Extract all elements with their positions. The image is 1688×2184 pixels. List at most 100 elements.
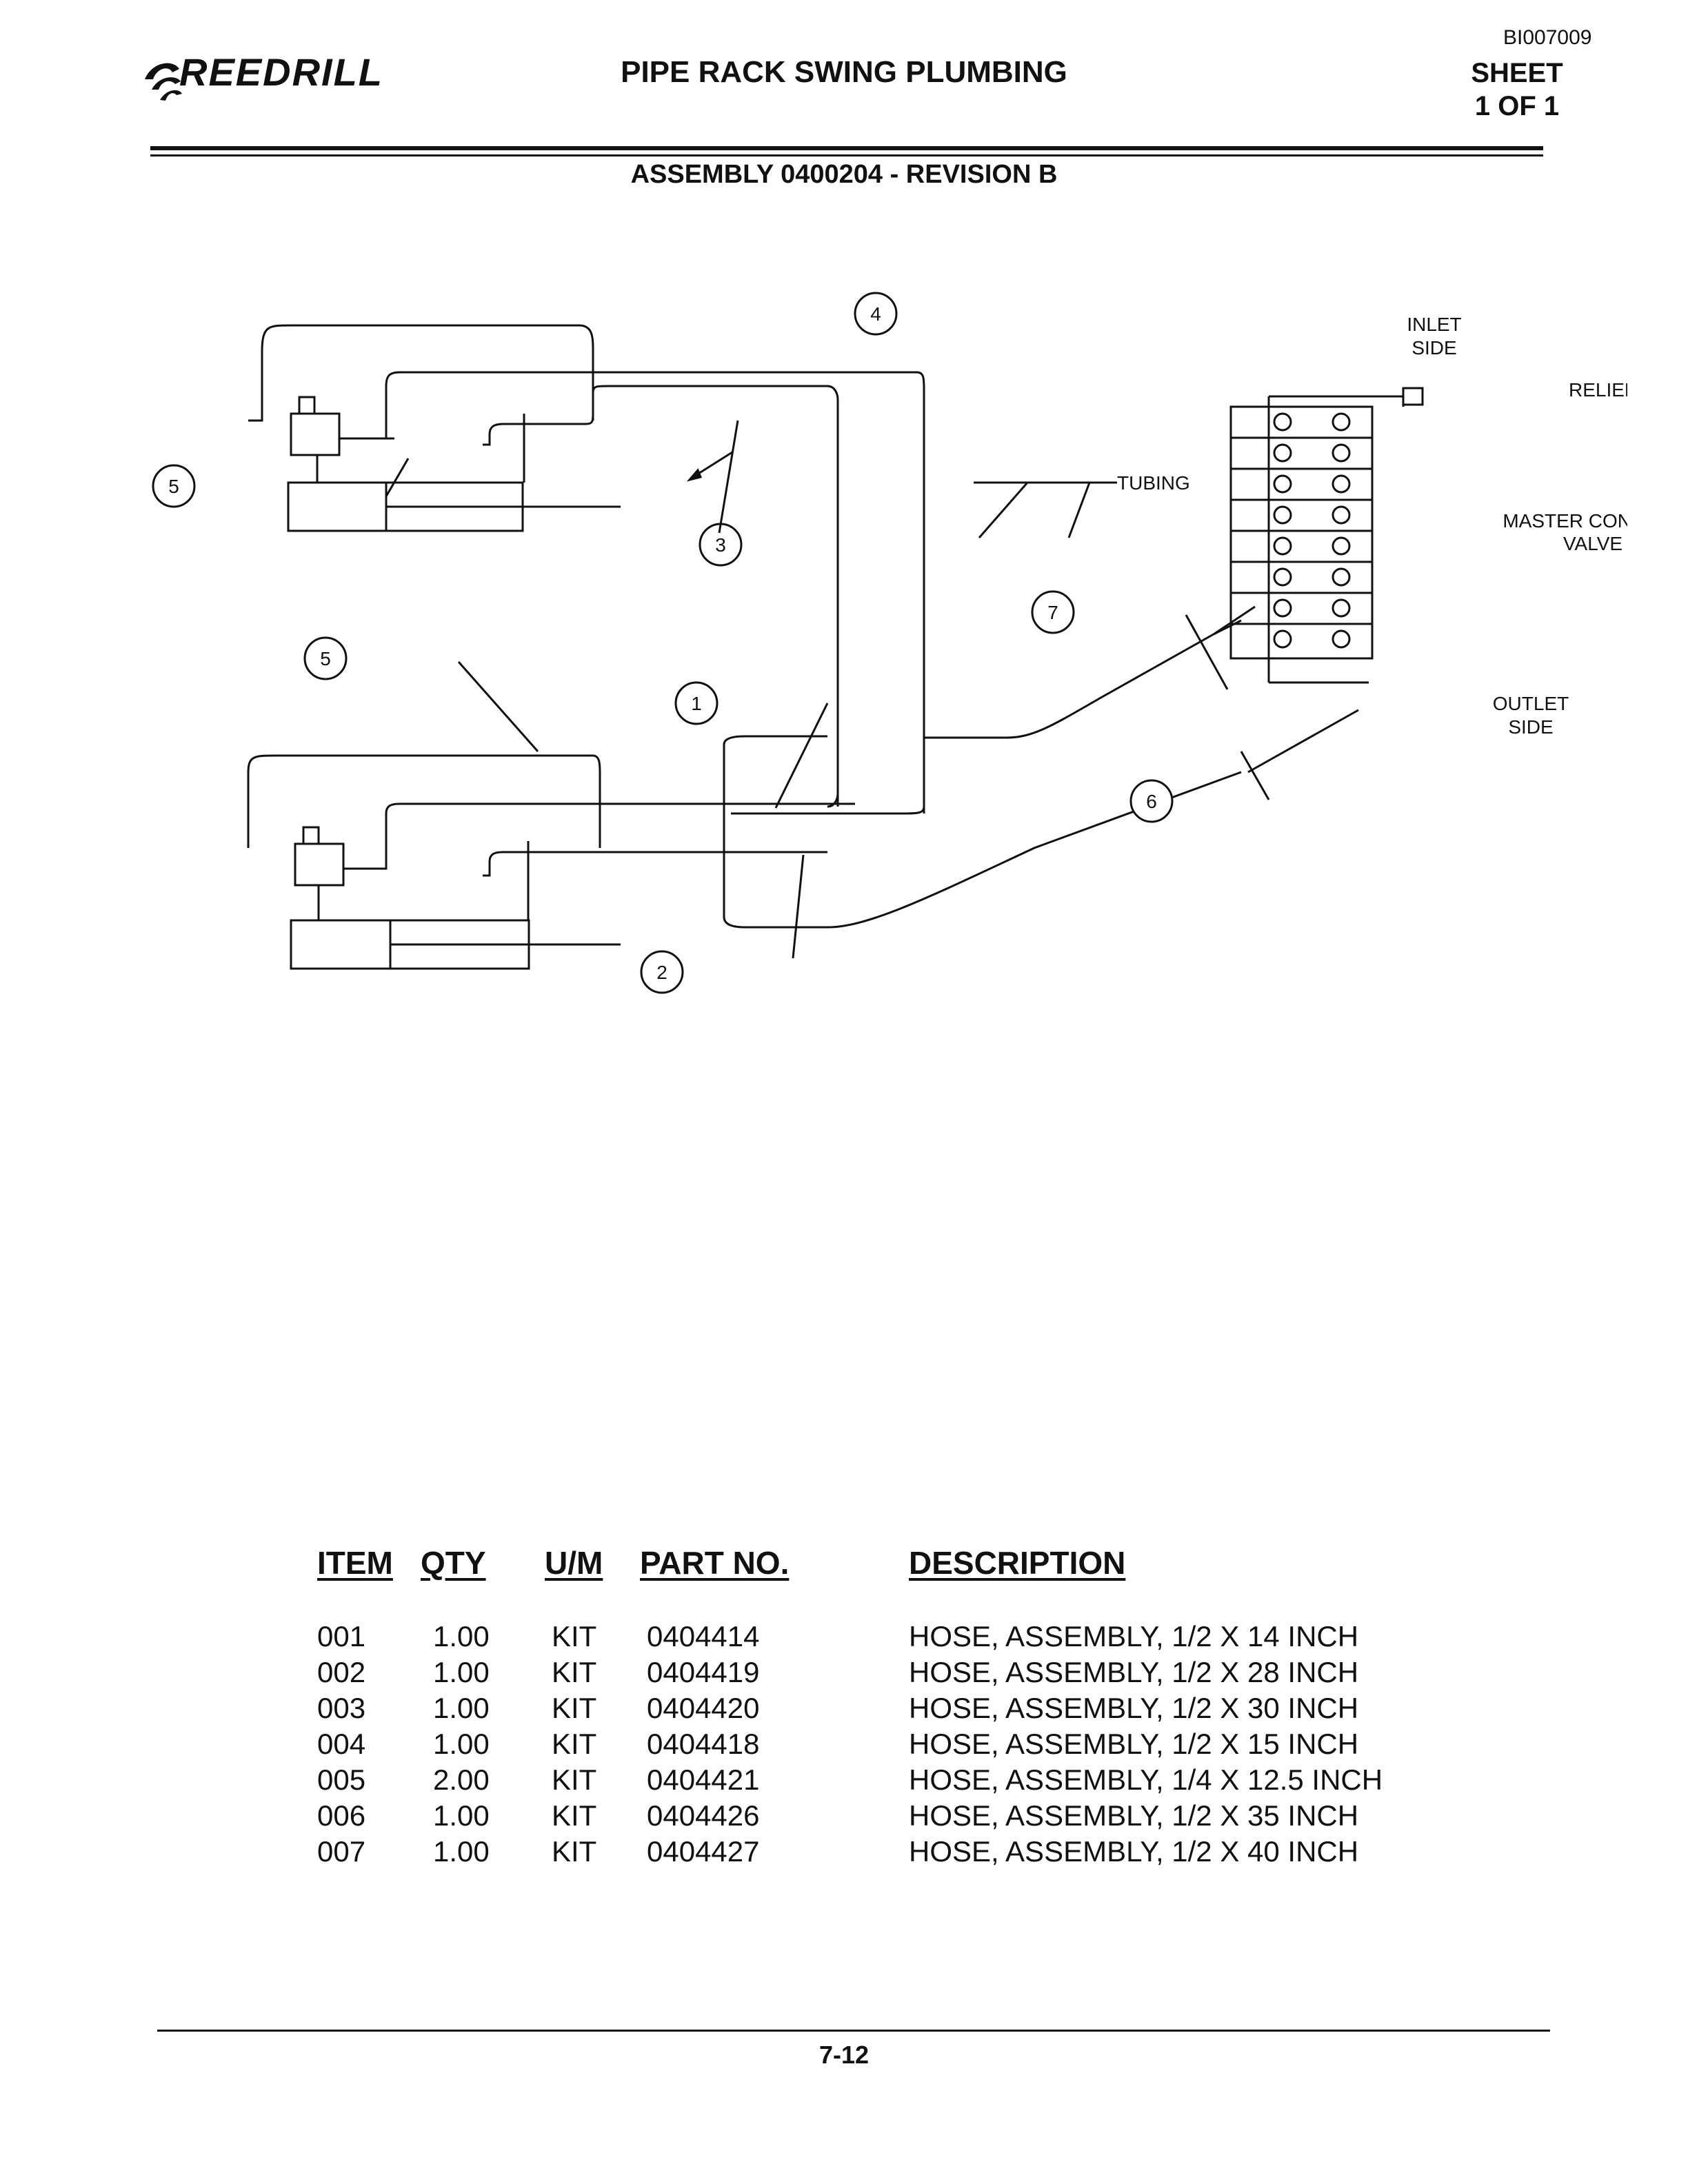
header-item: ITEM [317, 1545, 393, 1581]
callout-circle [674, 681, 719, 725]
callout-number: 7 [1047, 602, 1058, 623]
cell-qty: 1.00 [433, 1728, 490, 1760]
inlet-label-2: SIDE [1411, 337, 1456, 358]
master-label-2: VALVE [1563, 533, 1622, 554]
master-control-valve [1229, 387, 1424, 684]
assembly-subtitle: ASSEMBLY 0400204 - REVISION B [630, 160, 1058, 189]
cell-description: HOSE, ASSEMBLY, 1/4 X 12.5 INCH [909, 1763, 1383, 1796]
company-logo: REEDRILL [131, 41, 393, 121]
header-part-no: PART NO. [640, 1545, 790, 1581]
callout-number: 5 [168, 476, 179, 497]
cell-part-no: 0404427 [647, 1835, 760, 1868]
cell-qty: 1.00 [433, 1799, 490, 1832]
callout-number: 1 [691, 693, 702, 714]
cell-item: 006 [317, 1799, 366, 1832]
callout-number: 6 [1146, 791, 1157, 812]
valve-port [1332, 505, 1351, 525]
callout-circle [303, 636, 348, 680]
valve-port [1273, 567, 1292, 587]
cell-part-no: 0404420 [647, 1692, 760, 1724]
valve-port [1332, 567, 1351, 587]
outlet-label-2: SIDE [1508, 716, 1553, 738]
table-row: 007 1.00 KIT 0404427 HOSE, ASSEMBLY, 1/2 X 4… [317, 1835, 1489, 1871]
tubing-label: TUBING [1117, 472, 1190, 494]
sheet-label: SHEET [1471, 58, 1563, 88]
upper-valve-block [290, 412, 341, 456]
cell-um: KIT [552, 1763, 597, 1796]
cell-qty: 1.00 [433, 1656, 490, 1688]
sheet-value: 1 OF 1 [1474, 91, 1560, 121]
cell-part-no: 0404419 [647, 1656, 760, 1688]
table-row: 002 1.00 KIT 0404419 HOSE, ASSEMBLY, 1/2 X 2… [317, 1656, 1489, 1692]
cell-item: 004 [317, 1728, 366, 1760]
valve-port [1332, 598, 1351, 618]
sheet-indicator: SHEET 1 OF 1 [1462, 57, 1572, 123]
cell-qty: 1.00 [433, 1620, 490, 1652]
callout-number: 4 [870, 303, 881, 325]
callout-number: 3 [715, 534, 726, 556]
callout-number: 2 [656, 962, 667, 983]
tubing-runs [723, 386, 1359, 929]
cell-um: KIT [552, 1656, 597, 1688]
master-label-1: MASTER CONTROL [1503, 510, 1627, 532]
relief-label: RELIEF [1569, 379, 1627, 401]
callout-circle [152, 464, 196, 508]
callout-circle [1031, 590, 1075, 634]
cell-item: 003 [317, 1692, 366, 1724]
cell-um: KIT [552, 1799, 597, 1832]
callouts: 1 2 3 4 5 5 6 7 [152, 292, 1174, 994]
cell-description: HOSE, ASSEMBLY, 1/2 X 35 INCH [909, 1799, 1359, 1832]
lower-valve-block [294, 842, 345, 887]
table-row: 005 2.00 KIT 0404421 HOSE, ASSEMBLY, 1/4 X 1… [317, 1763, 1489, 1799]
valve-port [1273, 536, 1292, 556]
cell-qty: 1.00 [433, 1692, 490, 1724]
callout-circle [854, 292, 898, 336]
lower-cylinder-assembly [247, 754, 855, 970]
cell-item: 005 [317, 1763, 366, 1796]
header-rule-thin [150, 154, 1543, 156]
relief-port [1402, 387, 1424, 406]
callout-number: 5 [320, 648, 331, 669]
table-row: 003 1.00 KIT 0404420 HOSE, ASSEMBLY, 1/2 X 3… [317, 1692, 1489, 1728]
valve-port [1273, 629, 1292, 649]
cell-um: KIT [552, 1835, 597, 1868]
cell-item: 002 [317, 1656, 366, 1688]
cell-description: HOSE, ASSEMBLY, 1/2 X 30 INCH [909, 1692, 1359, 1724]
logo-swirl-icon [145, 63, 182, 101]
valve-port [1332, 412, 1351, 432]
table-row: 001 1.00 KIT 0404414 HOSE, ASSEMBLY, 1/2 X 1… [317, 1620, 1489, 1656]
valve-body [1229, 405, 1374, 660]
outlet-label-1: OUTLET [1493, 693, 1569, 714]
valve-port [1273, 474, 1292, 494]
cell-part-no: 0404421 [647, 1763, 760, 1796]
cell-qty: 1.00 [433, 1835, 490, 1868]
page-title: PIPE RACK SWING PLUMBING [621, 55, 1067, 89]
cell-qty: 2.00 [433, 1763, 490, 1796]
footer-rule [157, 2030, 1550, 2032]
cell-description: HOSE, ASSEMBLY, 1/2 X 28 INCH [909, 1656, 1359, 1688]
valve-port [1273, 598, 1292, 618]
callout-circle [640, 950, 684, 994]
cell-part-no: 0404426 [647, 1799, 760, 1832]
cell-description: HOSE, ASSEMBLY, 1/2 X 15 INCH [909, 1728, 1359, 1760]
header-qty: QTY [421, 1545, 486, 1581]
cell-um: KIT [552, 1620, 597, 1652]
page-number: 7-12 [818, 2041, 870, 2069]
cell-description: HOSE, ASSEMBLY, 1/2 X 14 INCH [909, 1620, 1359, 1652]
callout-circle [1129, 779, 1174, 823]
valve-port [1332, 629, 1351, 649]
valve-port [1273, 412, 1292, 432]
table-row: 006 1.00 KIT 0404426 HOSE, ASSEMBLY, 1/2 X 3… [317, 1799, 1489, 1835]
document-id: BI007009 [1503, 26, 1592, 49]
plumbing-diagram: 1 2 3 4 5 5 6 7 INLET SIDE RELIEF MASTER CONTRO… [138, 276, 1683, 1038]
cell-item: 001 [317, 1620, 366, 1652]
cell-um: KIT [552, 1692, 597, 1724]
cell-description: HOSE, ASSEMBLY, 1/2 X 40 INCH [909, 1835, 1359, 1868]
upper-cylinder-assembly [248, 324, 925, 815]
valve-port [1273, 505, 1292, 525]
cell-part-no: 0404414 [647, 1620, 760, 1652]
cell-item: 007 [317, 1835, 366, 1868]
inlet-label-1: INLET [1407, 314, 1461, 335]
